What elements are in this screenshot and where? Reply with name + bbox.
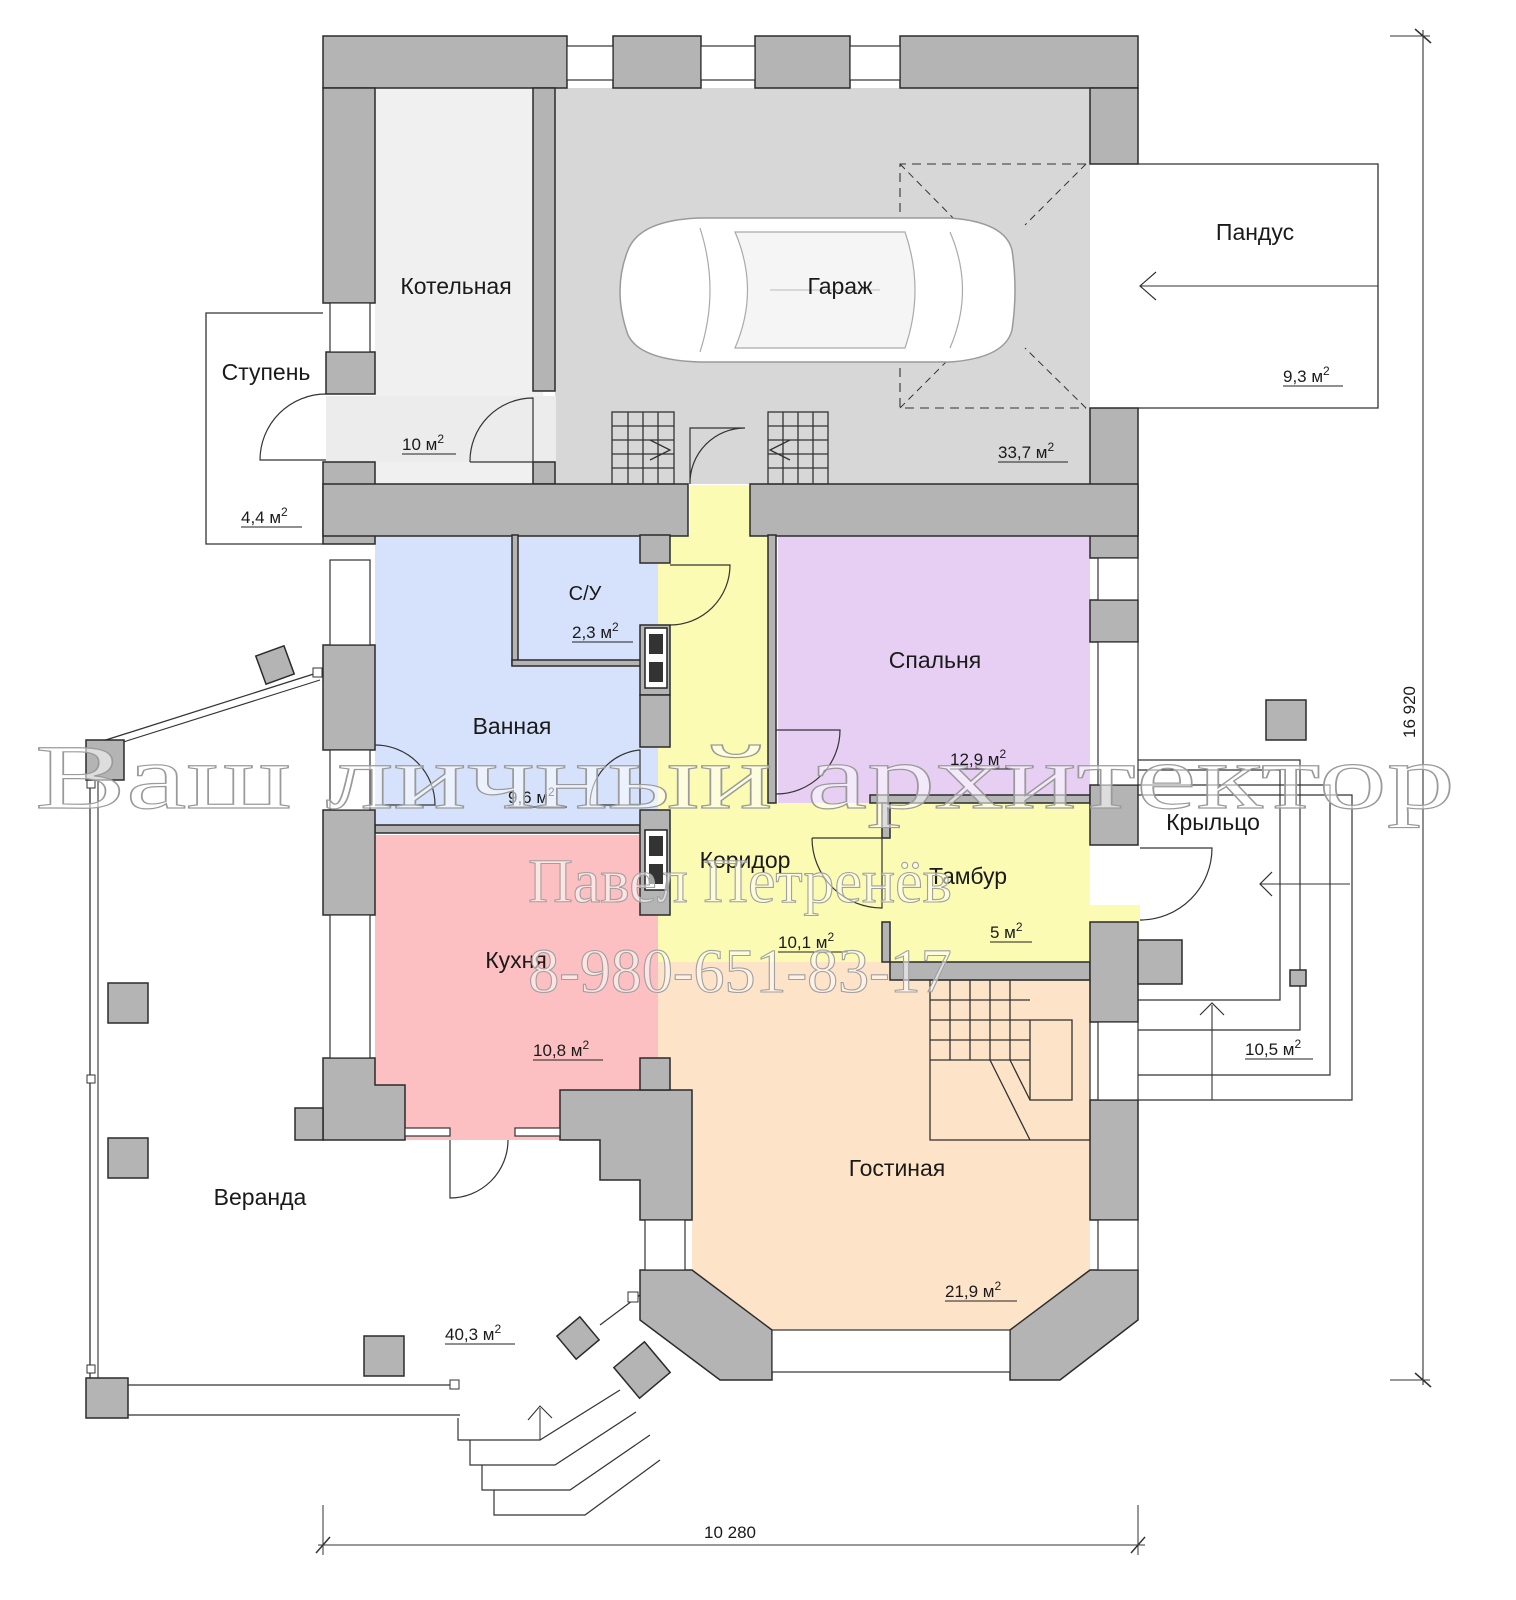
ramp-label: Пандус: [1216, 219, 1294, 245]
room-areas: 10 м2 33,7 м2 9,3 м2 4,4 м2 2,3 м2 9,6 м…: [241, 364, 1343, 1345]
corridor-area: 10,1 м2: [778, 930, 835, 952]
boiler-area: 10 м2: [402, 432, 444, 454]
step-area: 4,4 м2: [241, 505, 288, 527]
wc-area: 2,3 м2: [572, 620, 619, 642]
watermark-author: Павел Петренёв: [528, 848, 952, 916]
corridor-floor: [658, 485, 1140, 962]
bath-label: Ванная: [473, 713, 552, 739]
living-floor: [658, 962, 1090, 1330]
kitchen-floor: [375, 835, 658, 1140]
ventilation-ducts: [644, 627, 668, 891]
watermark-title: Ваш личный архитектор: [35, 726, 1455, 828]
kitchen-label: Кухня: [485, 947, 547, 973]
porch-steps: [1138, 759, 1353, 1101]
room-labels: Котельная Гараж Пандус Ступень С/У Ванна…: [214, 219, 1294, 1210]
height-dimension: 16 920: [1400, 686, 1419, 738]
bedroom-area: 12,9 м2: [950, 747, 1007, 769]
veranda-area: 40,3 м2: [445, 1322, 502, 1344]
bath-area: 9,6 м2: [508, 785, 555, 807]
corridor-label: Коридор: [700, 847, 791, 873]
ramp-outline: [1138, 163, 1379, 409]
step-outline: [205, 312, 323, 545]
walls: [294, 35, 1183, 1381]
windows: [329, 45, 1139, 1373]
veranda-label: Веранда: [214, 1184, 307, 1210]
boiler-passage-floor: [326, 396, 556, 462]
boiler-label: Котельная: [400, 273, 511, 299]
doors: [259, 393, 1213, 1199]
veranda-stairs: [457, 1291, 672, 1516]
watermark: Ваш личный архитектор Павел Петренёв 8-9…: [34, 725, 1455, 1006]
internal-stairs: [929, 979, 1091, 1141]
bedroom-floor: [778, 535, 1090, 803]
porch-label: Крыльцо: [1166, 809, 1260, 835]
ramp-area: 9,3 м2: [1283, 364, 1330, 386]
dimension-lines: [315, 28, 1432, 1555]
veranda-outline: [85, 644, 460, 1419]
porch-pillar: [1265, 699, 1307, 741]
car-icon: [619, 217, 1016, 363]
width-dimension: 10 280: [704, 1523, 756, 1542]
bedroom-label: Спальня: [889, 647, 981, 673]
wc-label: С/У: [569, 583, 602, 605]
kitchen-area: 10,8 м2: [533, 1038, 590, 1060]
watermark-phone: 8-980-651-83-17: [528, 938, 952, 1006]
garage-stairs: [611, 411, 829, 485]
vestibule-label: Тамбур: [929, 863, 1007, 889]
vestibule-area: 5 м2: [990, 920, 1023, 942]
living-area: 21,9 м2: [945, 1279, 1002, 1301]
garage-area: 33,7 м2: [998, 440, 1055, 462]
living-label: Гостиная: [849, 1155, 946, 1181]
garage-label: Гараж: [808, 273, 874, 299]
step-label: Ступень: [222, 359, 311, 385]
porch-area: 10,5 м2: [1245, 1037, 1302, 1059]
